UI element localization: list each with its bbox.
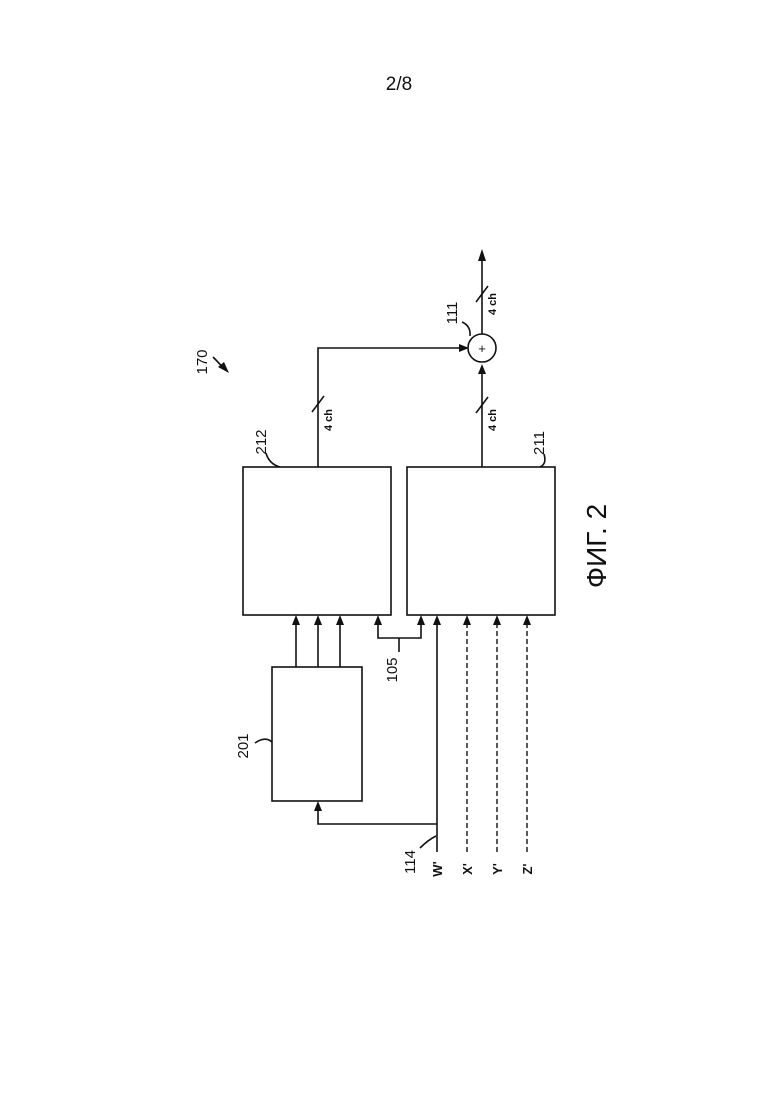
page-number: 2/8 [386,74,412,95]
x-input-arrowhead [463,615,471,625]
block-211 [407,467,555,615]
block-212-channel-note: 4 ch [323,409,335,431]
summer-leader [462,322,470,336]
block-212-label: 212 [253,429,270,454]
link-201-212-b-arrowhead [314,615,322,625]
y-input-arrowhead [493,615,501,625]
block-201-leader [255,739,272,743]
block-211-channel-note: 4 ch [487,409,499,431]
block-211-label: 211 [531,431,548,455]
input-x-label: X' [460,863,475,875]
input-w-label: W' [430,861,445,876]
w-into-201-arrowhead [314,801,322,811]
summer-label: 111 [444,302,461,325]
bus-114-leader [420,836,436,848]
bus-114-label: 114 [402,850,419,874]
input-z-label: Z' [520,863,535,874]
bus-105-212-arrowhead [374,615,382,625]
summer-plus-sign: + [478,341,486,356]
output-channel-note: 4 ch [487,293,499,315]
bus-105-line [378,623,421,638]
input-y-label: Y' [490,863,505,875]
block-201 [272,667,362,801]
output-arrowhead [478,249,486,261]
system-label: 170 [194,349,211,374]
summer-bottom-arrowhead [478,364,486,374]
figure-caption: ФИГ. 2 [581,504,612,588]
bus-105-label: 105 [384,657,401,682]
w-into-211-arrowhead [433,615,441,625]
block-212-output-line [318,348,462,467]
bus-105-211-arrowhead [417,615,425,625]
block-212 [243,467,391,615]
w-to-201-line [318,809,437,824]
block-201-label: 201 [235,733,252,758]
link-201-212-c-arrowhead [336,615,344,625]
z-input-arrowhead [523,615,531,625]
link-201-212-a-arrowhead [292,615,300,625]
